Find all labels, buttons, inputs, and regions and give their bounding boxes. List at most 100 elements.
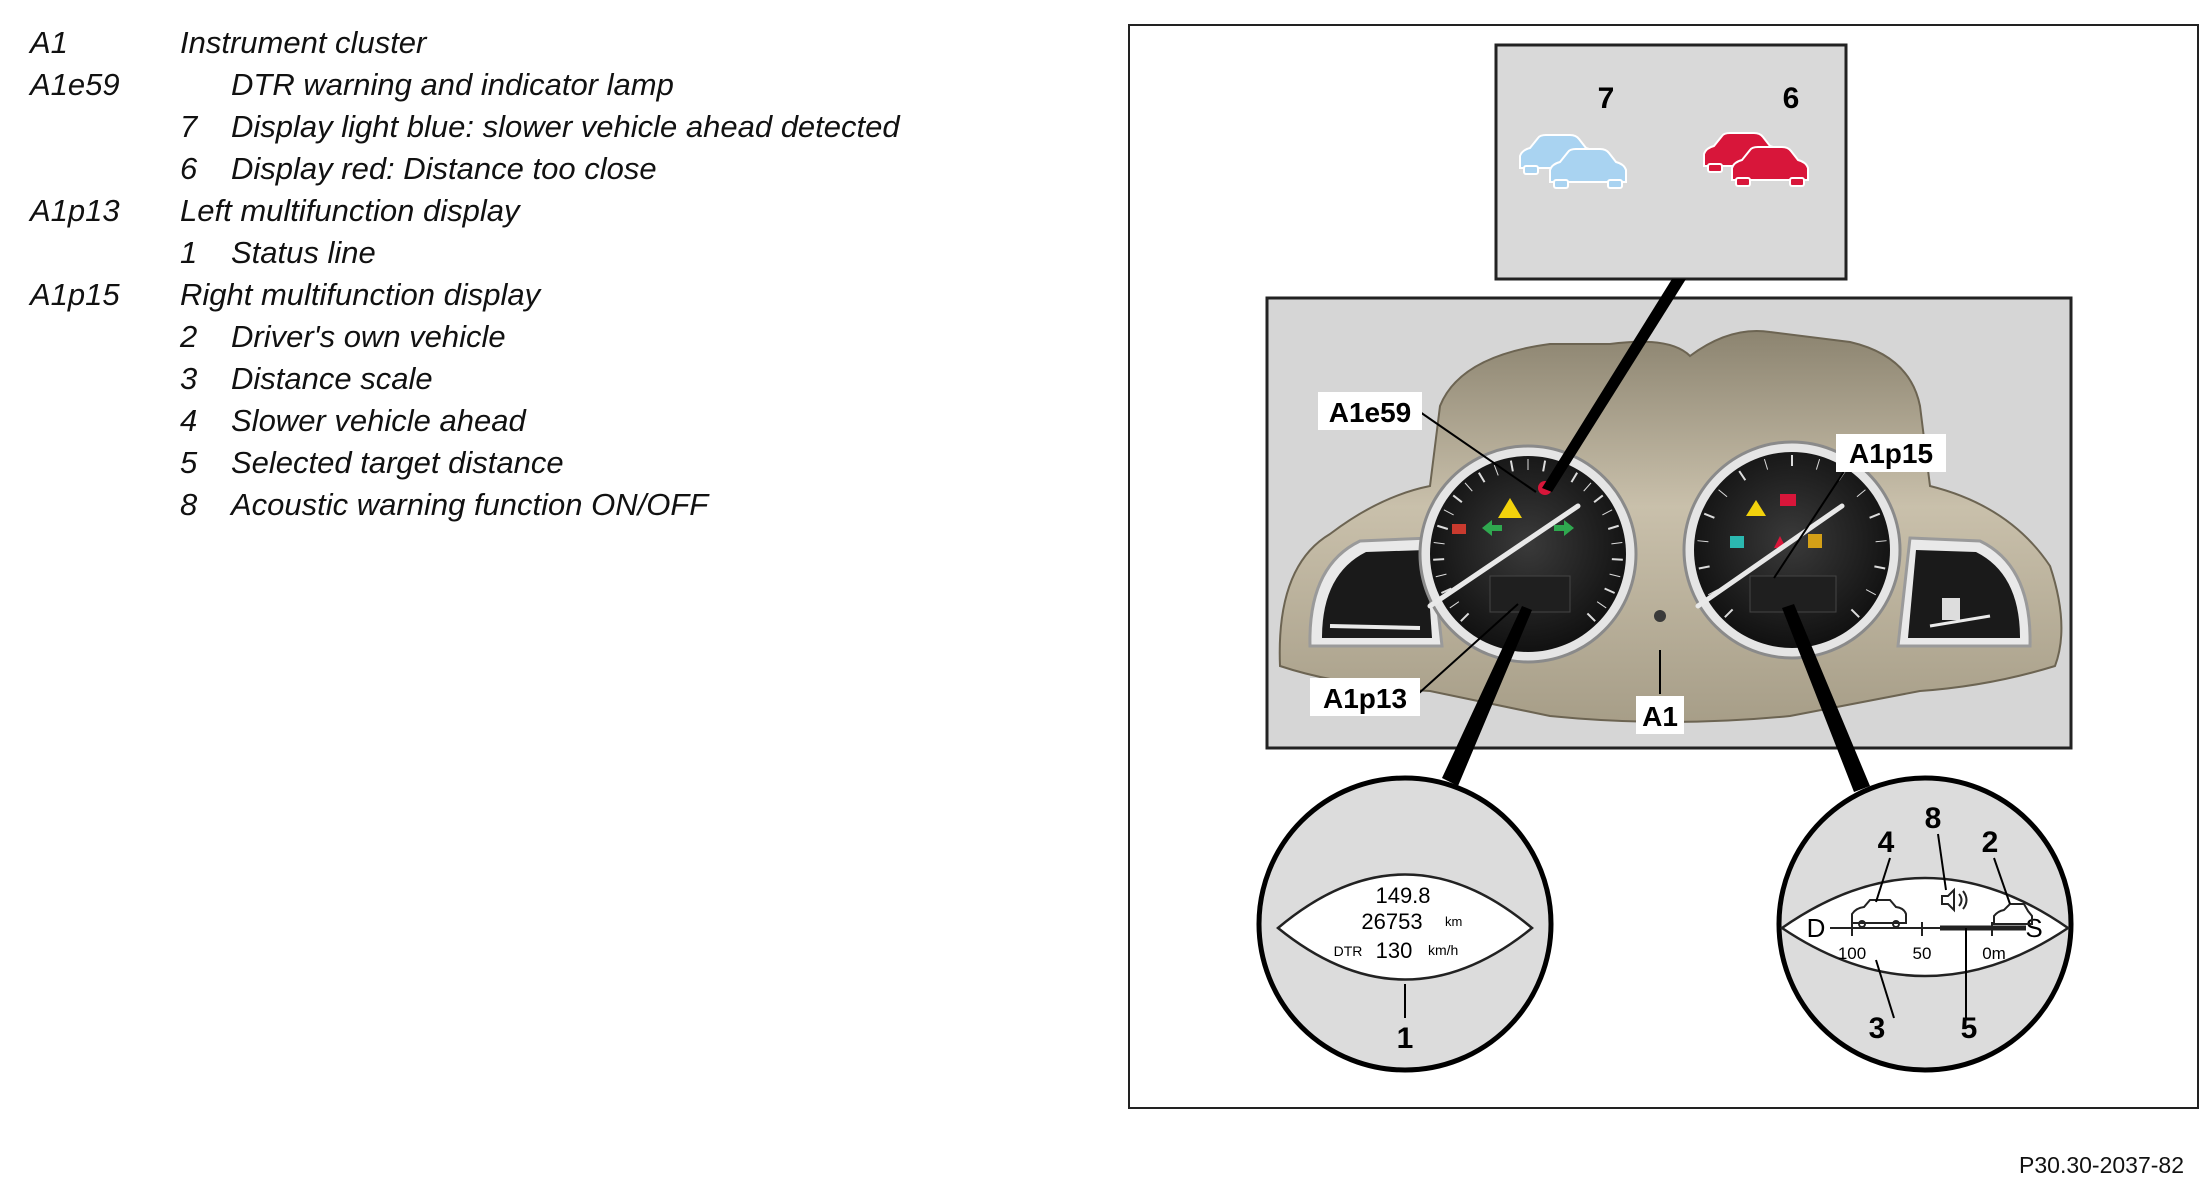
gauge-tick — [1452, 494, 1463, 503]
instrument-cluster-figure: 7 6 — [1128, 24, 2199, 1109]
legend-number: 5 — [180, 445, 198, 480]
legend-text: Slower vehicle ahead — [231, 403, 526, 438]
gauge-tick — [1477, 472, 1486, 483]
temperature-gauge-needle — [1329, 624, 1421, 630]
engine-warning-icon — [1746, 500, 1766, 516]
callout-6: 6 — [1783, 82, 1800, 115]
callout-2: 2 — [1982, 826, 1999, 859]
legend-number: 1 — [180, 235, 198, 270]
gauge-tick — [1440, 587, 1452, 594]
legend-number: 6 — [180, 151, 198, 186]
gauge-tick — [1874, 565, 1886, 570]
legend-code: A1 — [30, 25, 68, 60]
distance-scale-end-label: S — [2025, 913, 2042, 943]
gauge-tick — [1703, 512, 1715, 519]
legend-number: 7 — [180, 109, 198, 144]
gauge-tick — [1493, 464, 1499, 476]
leader-line-4 — [1875, 857, 1891, 903]
dtr-set-speed: 130 — [1376, 938, 1413, 963]
figure-svg: 7 6 — [1256, 43, 2074, 1073]
gauge-tick — [1865, 589, 1877, 596]
tachometer-needle — [1695, 503, 1845, 609]
leader-line-a1e59 — [1419, 411, 1537, 493]
slower-vehicle-ahead-icon — [1851, 899, 1907, 928]
callout-3: 3 — [1869, 1012, 1886, 1045]
speedometer-ticks — [1433, 459, 1623, 622]
callout-8: 8 — [1925, 802, 1942, 835]
callout-1: 1 — [1397, 1022, 1414, 1055]
gauge-tick — [1433, 542, 1445, 545]
reset-knob — [1654, 610, 1666, 622]
legend-text: Distance scale — [231, 361, 433, 396]
red-indicator-icon — [1780, 494, 1796, 506]
leader-line-2 — [1993, 857, 2011, 905]
legend-text: Driver's own vehicle — [231, 319, 506, 354]
legend-number: 4 — [180, 403, 198, 438]
gauge-tick — [1763, 458, 1769, 470]
fuel-indicator-icon — [1808, 534, 1822, 548]
fuel-gauge-face — [1908, 550, 2020, 638]
callout-a1p13: A1p13 — [1323, 683, 1407, 714]
gauge-tick — [1698, 565, 1710, 570]
gauge-tick — [1509, 460, 1514, 472]
gauge-tick — [1433, 558, 1445, 561]
brake-warning-icon — [1452, 524, 1466, 534]
gauge-tick — [1604, 587, 1616, 594]
callout-a1-box — [1636, 696, 1684, 734]
gauge-tick — [1607, 524, 1619, 530]
scale-label-50: 50 — [1913, 944, 1932, 963]
gauge-tick — [1593, 494, 1604, 503]
left-turn-signal-icon — [1482, 520, 1502, 536]
callout-a1e59-box — [1318, 392, 1422, 430]
gauge-tick — [1583, 482, 1592, 492]
leader-line-left-zoom — [1442, 606, 1532, 786]
callout-a1p15-box — [1836, 434, 1946, 472]
dtr-speed-unit: km/h — [1428, 942, 1458, 958]
callout-a1p15: A1p15 — [1849, 438, 1933, 469]
legend-text: Right multifunction display — [180, 277, 541, 312]
gauge-tick — [1602, 509, 1613, 516]
legend-text: Acoustic warning function ON/OFF — [231, 487, 709, 522]
lighting-indicator-icon — [1730, 536, 1744, 548]
right-turn-signal-icon — [1554, 520, 1574, 536]
gauge-tick — [1435, 573, 1447, 578]
leader-line-8 — [1937, 833, 1947, 891]
gauge-tick — [1738, 470, 1747, 481]
gauge-tick — [1437, 524, 1449, 530]
legend-text: DTR warning and indicator lamp — [231, 67, 674, 102]
scale-label-100: 100 — [1838, 944, 1866, 963]
legend-text: Display red: Distance too close — [231, 151, 657, 186]
trip-distance-value: 149.8 — [1375, 883, 1430, 908]
odometer-value: 26753 — [1361, 909, 1422, 934]
gauge-tick — [1611, 542, 1623, 545]
temperature-gauge-face — [1322, 550, 1432, 638]
legend-number: 2 — [180, 319, 198, 354]
gauge-tick — [1542, 460, 1547, 472]
legend-code: A1p13 — [30, 193, 120, 228]
gauge-tick — [1596, 601, 1607, 609]
fuel-pump-icon — [1942, 598, 1960, 620]
gauge-tick — [1570, 472, 1579, 483]
callout-7: 7 — [1598, 82, 1615, 115]
leader-line-a1p15 — [1773, 469, 1846, 579]
legend-text: Instrument cluster — [180, 25, 427, 60]
callout-5: 5 — [1961, 1012, 1978, 1045]
legend-code: A1e59 — [30, 67, 120, 102]
left-mini-display — [1489, 575, 1571, 613]
callout-a1p13-box — [1310, 678, 1420, 716]
legend-text: Status line — [231, 235, 376, 270]
gauge-tick — [1449, 601, 1460, 609]
legend-text: Display light blue: slower vehicle ahead… — [231, 109, 900, 144]
gauge-tick — [1697, 540, 1709, 543]
legend-code: A1p15 — [30, 277, 120, 312]
gauge-tick — [1611, 558, 1623, 561]
gauge-tick — [1460, 612, 1470, 622]
odometer-unit: km — [1445, 914, 1462, 929]
leader-line-a1p13 — [1417, 603, 1519, 695]
dtr-label: DTR — [1334, 943, 1363, 959]
leader-line-right-zoom — [1782, 604, 1870, 792]
gauge-tick — [1856, 489, 1866, 498]
gauge-tick — [1815, 458, 1821, 470]
gauge-tick — [1724, 608, 1734, 618]
leader-line-3 — [1875, 959, 1895, 1019]
